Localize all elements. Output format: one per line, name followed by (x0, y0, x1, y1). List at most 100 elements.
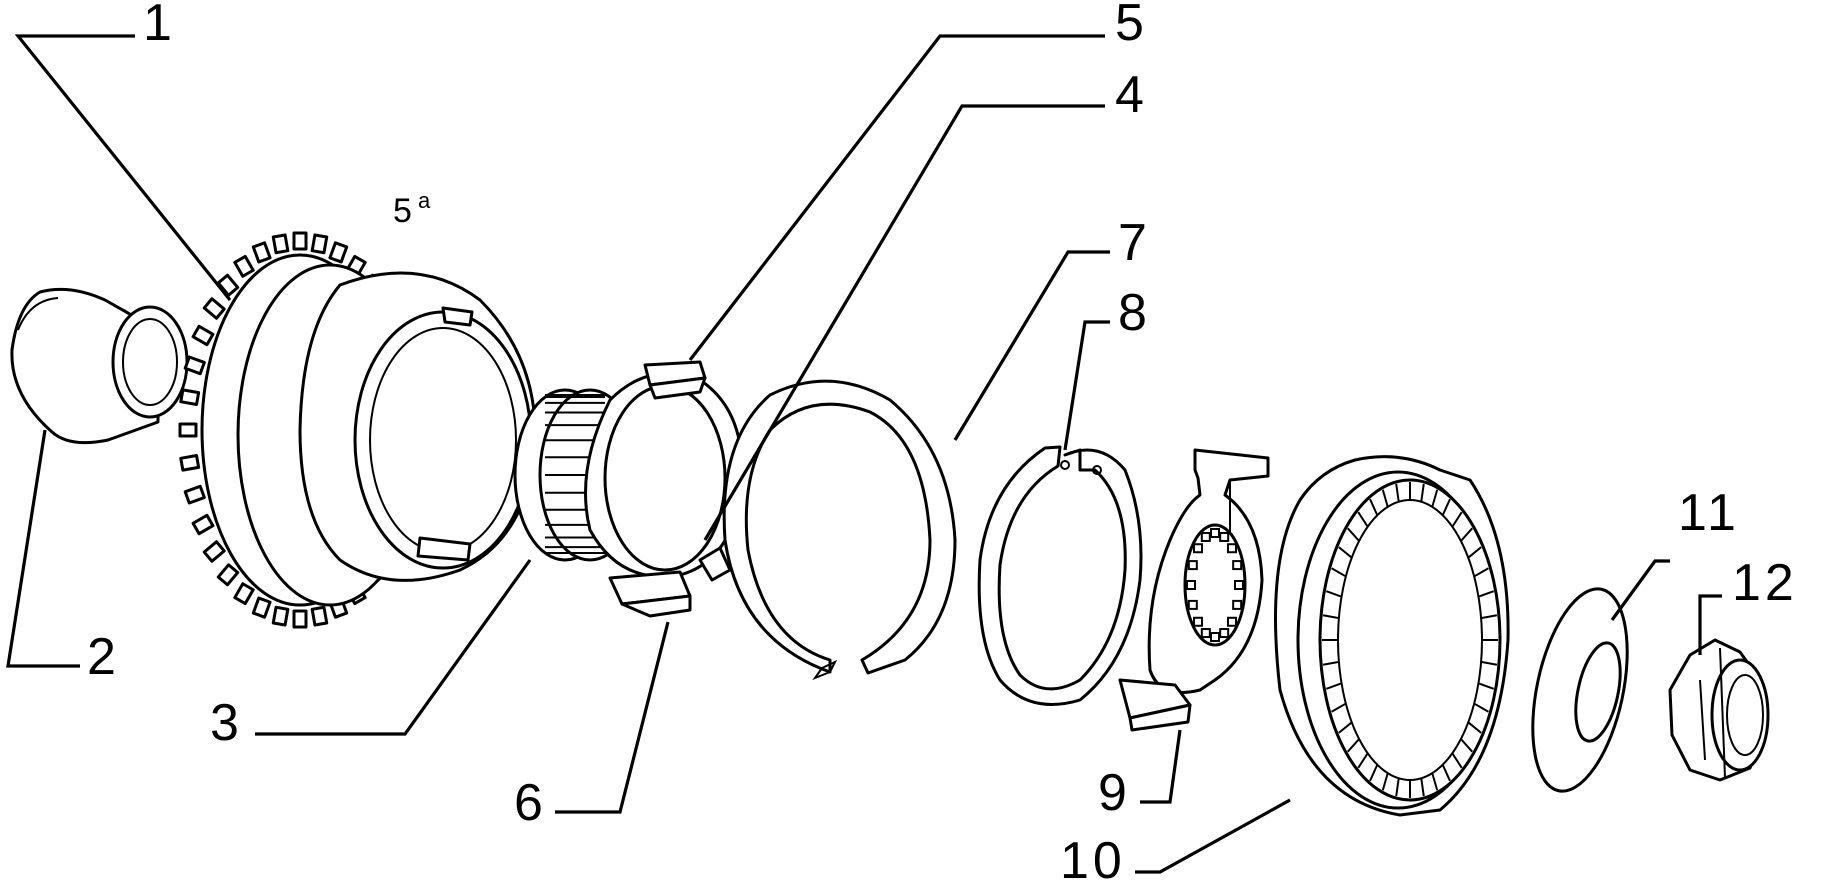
gear-tooth (251, 596, 272, 619)
sleeve-spline (1451, 511, 1463, 528)
gear-tooth (216, 273, 240, 297)
leader-2 (6, 429, 80, 668)
sleeve-spline (1331, 702, 1347, 713)
sleeve-spline (1369, 764, 1379, 782)
part-12-nut (1668, 638, 1770, 782)
gear-tooth (233, 254, 255, 278)
callout-4: 4 (1115, 66, 1148, 124)
gear-tooth (292, 231, 308, 251)
gear-tooth (310, 233, 329, 255)
gear-label-superscript: a (418, 188, 431, 213)
sleeve-spline (1395, 778, 1400, 797)
sleeve-spline (1322, 660, 1340, 666)
hub-spline (1200, 628, 1211, 639)
sleeve-spline (1460, 527, 1473, 542)
sleeve-spline (1467, 721, 1482, 734)
sleeve-spline (1347, 738, 1360, 753)
gear-tooth (216, 563, 240, 587)
gear-tooth (183, 484, 206, 505)
callout-6: 6 (514, 774, 547, 832)
part-9-hub (1118, 448, 1270, 732)
gear-tooth (310, 605, 329, 627)
part-2-bushing (10, 287, 189, 445)
leader-5 (688, 34, 1105, 361)
leader-1 (14, 34, 232, 302)
sleeve-spline (1357, 511, 1369, 528)
gear-tooth (178, 422, 198, 438)
hub-spline (1193, 616, 1204, 627)
hub-spline (1200, 531, 1211, 542)
sleeve-spline (1467, 546, 1482, 559)
sleeve-spline (1347, 527, 1360, 542)
hub-spline (1187, 599, 1198, 610)
callout-3: 3 (210, 694, 243, 752)
callout-12: 12 (1732, 554, 1798, 612)
hub-spline (1232, 560, 1243, 571)
sleeve-spline (1357, 752, 1369, 769)
leader-8 (1063, 320, 1110, 451)
sleeve-spline (1322, 614, 1340, 620)
sleeve-spline (1431, 489, 1439, 508)
leader-12 (1698, 594, 1722, 655)
sleeve-spline (1338, 546, 1353, 559)
leader-4 (703, 104, 1105, 541)
sleeve-spline (1473, 567, 1489, 578)
callout-8: 8 (1118, 284, 1151, 342)
part-10-sliding-sleeve (1274, 455, 1510, 817)
sleeve-spline (1441, 764, 1451, 782)
callout-5: 5 (1115, 0, 1148, 52)
leader-10 (1135, 798, 1291, 874)
hub-spline (1193, 543, 1204, 554)
gear-tooth (183, 355, 206, 376)
hub-spline (1186, 580, 1196, 590)
sleeve-spline (1325, 682, 1342, 690)
gear-tooth (271, 605, 290, 627)
hub-spline (1210, 632, 1220, 642)
gear-tooth (328, 241, 349, 264)
sleeve-spline (1473, 702, 1489, 713)
gear-tooth (292, 609, 308, 629)
leader-lines (6, 34, 1722, 874)
gear-tooth (271, 233, 290, 255)
part-7-split-ring (722, 379, 957, 681)
part-11-washer (1531, 587, 1629, 793)
part-1-gear (178, 231, 537, 629)
sleeve-spline (1338, 721, 1353, 734)
callout-11: 11 (1678, 484, 1740, 542)
gear-tooth (202, 297, 226, 320)
leader-6 (555, 621, 670, 814)
leader-7 (953, 250, 1110, 441)
sleeve-spline (1478, 590, 1495, 598)
sleeve-spline (1331, 567, 1347, 578)
hub-spline (1219, 531, 1230, 542)
hub-spline (1210, 528, 1220, 538)
sleeve-spline (1480, 660, 1498, 666)
callout-9: 9 (1098, 764, 1131, 822)
gear-tooth (179, 388, 201, 406)
sleeve-spline (1451, 752, 1463, 769)
gear-tooth (233, 582, 255, 606)
sleeve-spline (1369, 498, 1379, 516)
sleeve-spline (1460, 738, 1473, 753)
sleeve-spline (1420, 778, 1425, 797)
callout-2: 2 (87, 628, 120, 686)
hub-spline (1226, 543, 1237, 554)
sleeve-spline (1325, 590, 1342, 598)
hub-spline (1187, 560, 1198, 571)
sleeve-spline (1381, 489, 1389, 508)
hub-spline (1232, 599, 1243, 610)
sleeve-spline (1395, 483, 1400, 502)
callout-10: 10 (1060, 832, 1126, 881)
sleeve-spline (1381, 772, 1389, 791)
hub-spline (1219, 628, 1230, 639)
gear-tooth (191, 324, 215, 347)
sleeve-spline (1431, 772, 1439, 791)
sleeve-spline (1478, 682, 1495, 690)
leader-9 (1140, 729, 1182, 804)
part-6-synchro-ring (584, 360, 744, 618)
hub-spline (1226, 616, 1237, 627)
leader-11 (1610, 559, 1670, 621)
leader-3 (255, 559, 532, 736)
gear-tooth (191, 513, 215, 536)
